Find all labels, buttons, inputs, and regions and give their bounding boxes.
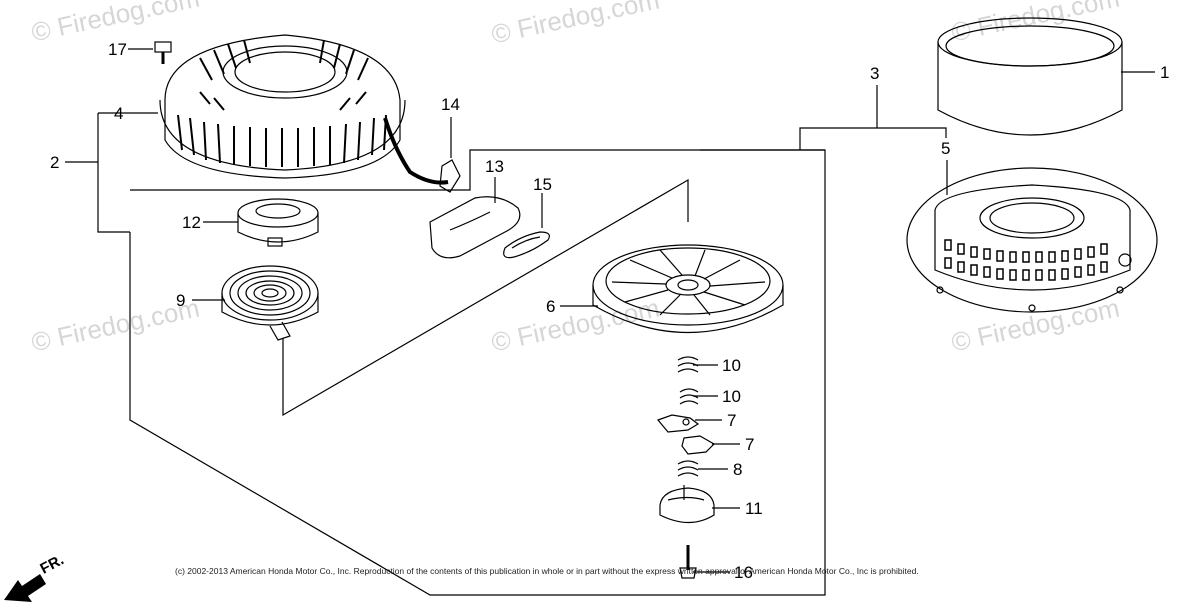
friction-plate (659, 485, 715, 524)
spiral-spring (221, 265, 319, 341)
part-label: 2 (50, 153, 60, 172)
part-label: 14 (441, 95, 460, 114)
part-label: 8 (733, 460, 743, 479)
starter-reel (592, 244, 784, 333)
part-label: 7 (745, 435, 755, 454)
part-label: 4 (114, 104, 124, 123)
part-label: 13 (485, 157, 504, 176)
outer-case (906, 167, 1158, 313)
front-direction-arrow (4, 574, 46, 602)
assembly-frame (129, 149, 826, 596)
part-label: 10 (722, 387, 741, 406)
part-label: 17 (108, 40, 127, 59)
part-label: 1 (1160, 63, 1170, 82)
assembly-frame (130, 149, 560, 191)
copyright-notice: (c) 2002-2013 American Honda Motor Co., … (175, 566, 919, 576)
part-label: 3 (870, 64, 880, 83)
subassembly-frame (282, 178, 689, 417)
leader-line (799, 127, 947, 150)
part-label: 6 (546, 297, 556, 316)
part-label: 9 (176, 291, 186, 310)
part-label: 7 (727, 411, 737, 430)
part-label: 11 (745, 499, 763, 518)
part-label: 12 (182, 213, 201, 232)
case-band (937, 17, 1123, 136)
part-label: 15 (533, 175, 552, 194)
part-label: 10 (722, 356, 741, 375)
part-label: 5 (941, 139, 951, 158)
leader-line (97, 113, 130, 233)
part-label: 16 (734, 563, 753, 582)
